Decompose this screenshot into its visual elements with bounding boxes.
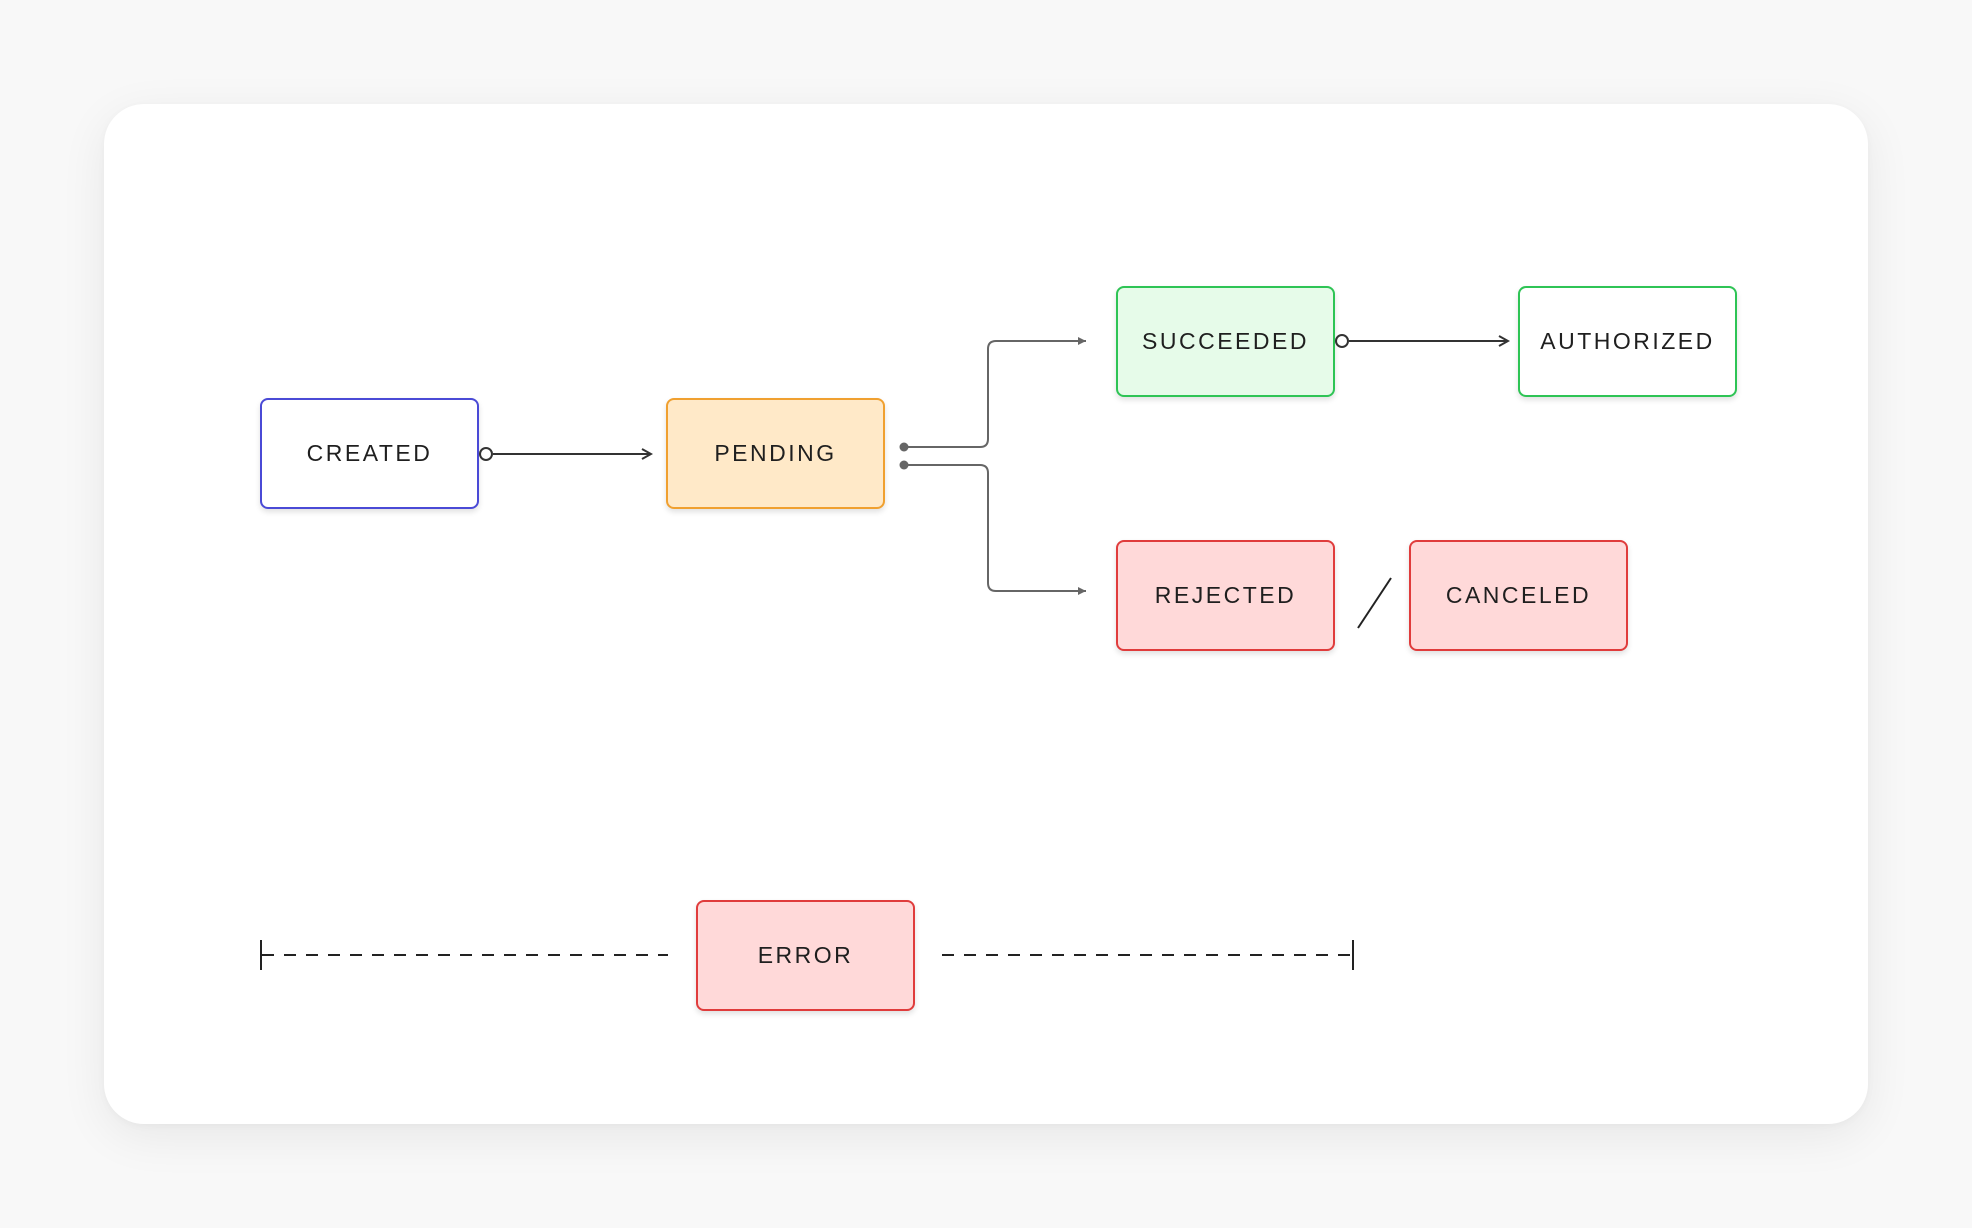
- state-label: ERROR: [757, 942, 854, 968]
- state-rejected: REJECTED: [1116, 540, 1335, 651]
- edge-succeeded-authorized: [1335, 334, 1508, 348]
- state-label: CREATED: [306, 440, 433, 466]
- edge-origin-circle: [479, 447, 493, 461]
- edge-origin-dot: [899, 442, 909, 452]
- state-canceled: CANCELED: [1409, 540, 1628, 651]
- state-error: ERROR: [696, 900, 915, 1011]
- edge-created-pending: [479, 447, 651, 461]
- state-authorized: AUTHORIZED: [1518, 286, 1737, 397]
- edge-pending-rejected: [899, 460, 1086, 595]
- error-span: [260, 940, 1354, 970]
- state-succeeded: SUCCEEDED: [1116, 286, 1335, 397]
- state-label: CANCELED: [1445, 582, 1592, 608]
- slash-separator: [1357, 577, 1392, 629]
- state-label: REJECTED: [1154, 582, 1297, 608]
- edge-pending-succeeded: [899, 337, 1086, 452]
- state-label: AUTHORIZED: [1540, 328, 1715, 354]
- state-label: SUCCEEDED: [1142, 328, 1309, 354]
- edge-origin-circle: [1335, 334, 1349, 348]
- edge-origin-dot: [899, 460, 909, 470]
- state-created: CREATED: [260, 398, 479, 509]
- state-pending: PENDING: [666, 398, 885, 509]
- state-label: PENDING: [714, 440, 837, 466]
